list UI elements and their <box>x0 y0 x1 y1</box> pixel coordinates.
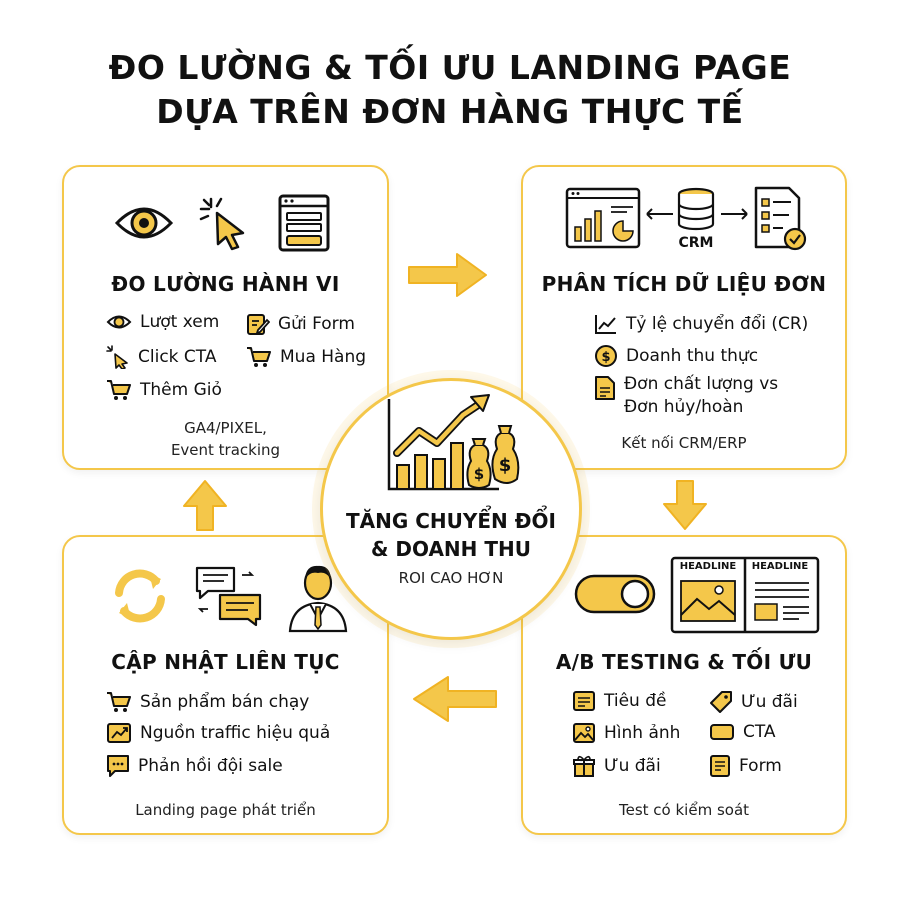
list-item-traffic-sources: Nguồn traffic hiệu quả <box>106 722 330 744</box>
trend-chart-icon <box>107 723 131 743</box>
card-title: CẬP NHẬT LIÊN TỤC <box>111 650 340 674</box>
businessman-icon <box>288 565 348 633</box>
page-title-line-1: ĐO LƯỜNG & TỐI ƯU LANDING PAGE <box>108 48 792 87</box>
document-icon <box>595 376 615 400</box>
card-title: PHÂN TÍCH DỮ LIỆU ĐƠN <box>541 272 827 296</box>
card-note: Kết nối CRM/ERP <box>621 434 747 452</box>
tag-icon <box>710 691 732 713</box>
card-note-line-1: GA4/PIXEL, <box>184 419 267 437</box>
database-icon <box>677 187 715 231</box>
headline-b-label: HEADLINE <box>751 561 809 572</box>
cart-icon <box>247 347 271 367</box>
card-continuous-update: CẬP NHẬT LIÊN TỤC Sản phẩm bán chạy Nguồ… <box>62 535 389 835</box>
list-item-label: Sản phẩm bán chạy <box>140 692 310 712</box>
button-icon <box>710 724 734 740</box>
card-ab-testing: HEADLINE HEADLINE A/B TESTING & TỐI ƯU T… <box>521 535 847 835</box>
list-item-label: Mua Hàng <box>280 347 367 367</box>
list-item-submit-form: Gửi Form <box>246 312 355 336</box>
svg-text:$: $ <box>474 465 484 483</box>
split-page-icon <box>670 556 820 634</box>
headline-a-label: HEADLINE <box>679 561 737 572</box>
toggle-switch-icon <box>574 574 656 614</box>
arrow-right-icon <box>408 253 487 297</box>
refresh-icon <box>115 569 165 623</box>
page-title-line-2: DỰA TRÊN ĐƠN HÀNG THỰC TẾ <box>156 92 744 131</box>
list-item-form: Form <box>709 754 782 778</box>
center-goal-circle: $ $ TĂNG CHUYỂN ĐỔI & DOANH THU ROI CAO … <box>320 378 582 640</box>
list-item-headline: Tiêu đề <box>572 690 666 712</box>
card-measure-behavior: ĐO LƯỜNG HÀNH VI Lượt xem Gửi Form Click… <box>62 165 389 470</box>
svg-text:$: $ <box>601 350 610 365</box>
cart-icon <box>107 692 131 712</box>
list-item-label-2: Đơn hủy/hoàn <box>624 397 744 417</box>
list-item-label: Phản hồi đội sale <box>138 756 283 776</box>
center-title-line-2: & DOANH THU <box>370 537 531 561</box>
list-item-offer-gift: Ưu đãi <box>572 754 661 778</box>
eye-icon <box>114 207 174 239</box>
card-title: A/B TESTING & TỐI ƯU <box>555 650 813 674</box>
card-note: Test có kiểm soát <box>618 801 750 819</box>
chat-bubbles-icon <box>195 566 262 627</box>
form-icon <box>710 755 730 777</box>
list-item-purchase: Mua Hàng <box>246 345 366 369</box>
gift-icon <box>573 755 595 777</box>
arrow-left-icon <box>413 676 497 722</box>
list-item-best-sellers: Sản phẩm bán chạy <box>106 690 309 714</box>
card-analyze-orders: CRM PHÂN TÍCH DỮ LIỆU ĐƠN Tỷ lệ chuyển đ… <box>521 165 847 470</box>
dollar-coin-icon: $ <box>595 345 617 367</box>
svg-text:$: $ <box>499 455 512 476</box>
list-item-conversion-rate: Tỷ lệ chuyển đổi (CR) <box>594 313 808 335</box>
crm-label: CRM <box>678 235 714 251</box>
list-item-label: Form <box>739 756 782 776</box>
list-item-label: Click CTA <box>138 347 217 367</box>
card-title: ĐO LƯỜNG HÀNH VI <box>111 272 340 296</box>
cart-icon <box>107 380 131 400</box>
list-item-label: Doanh thu thực <box>626 346 759 366</box>
list-item-quality-orders: Đơn chất lượng vs Đơn hủy/hoàn <box>594 373 778 419</box>
arrow-up-icon <box>183 480 227 531</box>
double-arrow-icon <box>721 208 748 220</box>
list-item-views: Lượt xem <box>106 312 219 332</box>
dashboard-chart-icon <box>565 187 641 249</box>
list-item-label: Ưu đãi <box>741 692 798 712</box>
list-item-add-to-cart: Thêm Giỏ <box>106 378 222 402</box>
card-note-line-2: Event tracking <box>170 441 281 459</box>
list-item-image: Hình ảnh <box>572 722 680 744</box>
center-subtitle: ROI CAO HƠN <box>398 569 504 587</box>
cursor-click-icon <box>199 197 245 251</box>
list-item-label: Tiêu đề <box>604 691 667 711</box>
card-note: Landing page phát triển <box>135 801 316 819</box>
list-item-label: Nguồn traffic hiệu quả <box>140 723 331 743</box>
list-item-label: Đơn chất lượng vs <box>624 374 779 394</box>
cursor-click-icon <box>106 345 128 369</box>
list-item-label: Thêm Giỏ <box>140 380 222 400</box>
checklist-icon <box>754 186 807 251</box>
list-item-label: Gửi Form <box>278 314 355 334</box>
list-item-label: Tỷ lệ chuyển đổi (CR) <box>626 314 809 334</box>
eye-icon <box>106 315 132 329</box>
chat-icon <box>107 755 129 777</box>
double-arrow-icon <box>646 208 673 220</box>
center-title-line-1: TĂNG CHUYỂN ĐỔI <box>346 509 556 533</box>
list-item-offer: Ưu đãi <box>709 690 798 714</box>
list-item-click-cta: Click CTA <box>106 345 216 369</box>
form-window-icon <box>278 194 330 252</box>
list-item-label: CTA <box>743 722 776 742</box>
trend-line-icon <box>595 315 616 334</box>
growth-chart-money-icon: $ $ <box>387 394 520 491</box>
list-item-label: Ưu đãi <box>604 756 661 776</box>
arrow-down-icon <box>663 480 707 530</box>
card-note: GA4/PIXEL, Event tracking <box>64 417 387 461</box>
list-item-label: Lượt xem <box>140 312 220 332</box>
list-item-cta: CTA <box>709 722 776 742</box>
headline-icon <box>573 691 595 711</box>
list-item-real-revenue: $ Doanh thu thực <box>594 344 758 368</box>
list-item-label: Hình ảnh <box>604 723 681 743</box>
list-item-sales-feedback: Phản hồi đội sale <box>106 754 283 778</box>
image-icon <box>573 723 595 743</box>
edit-form-icon <box>247 314 270 335</box>
